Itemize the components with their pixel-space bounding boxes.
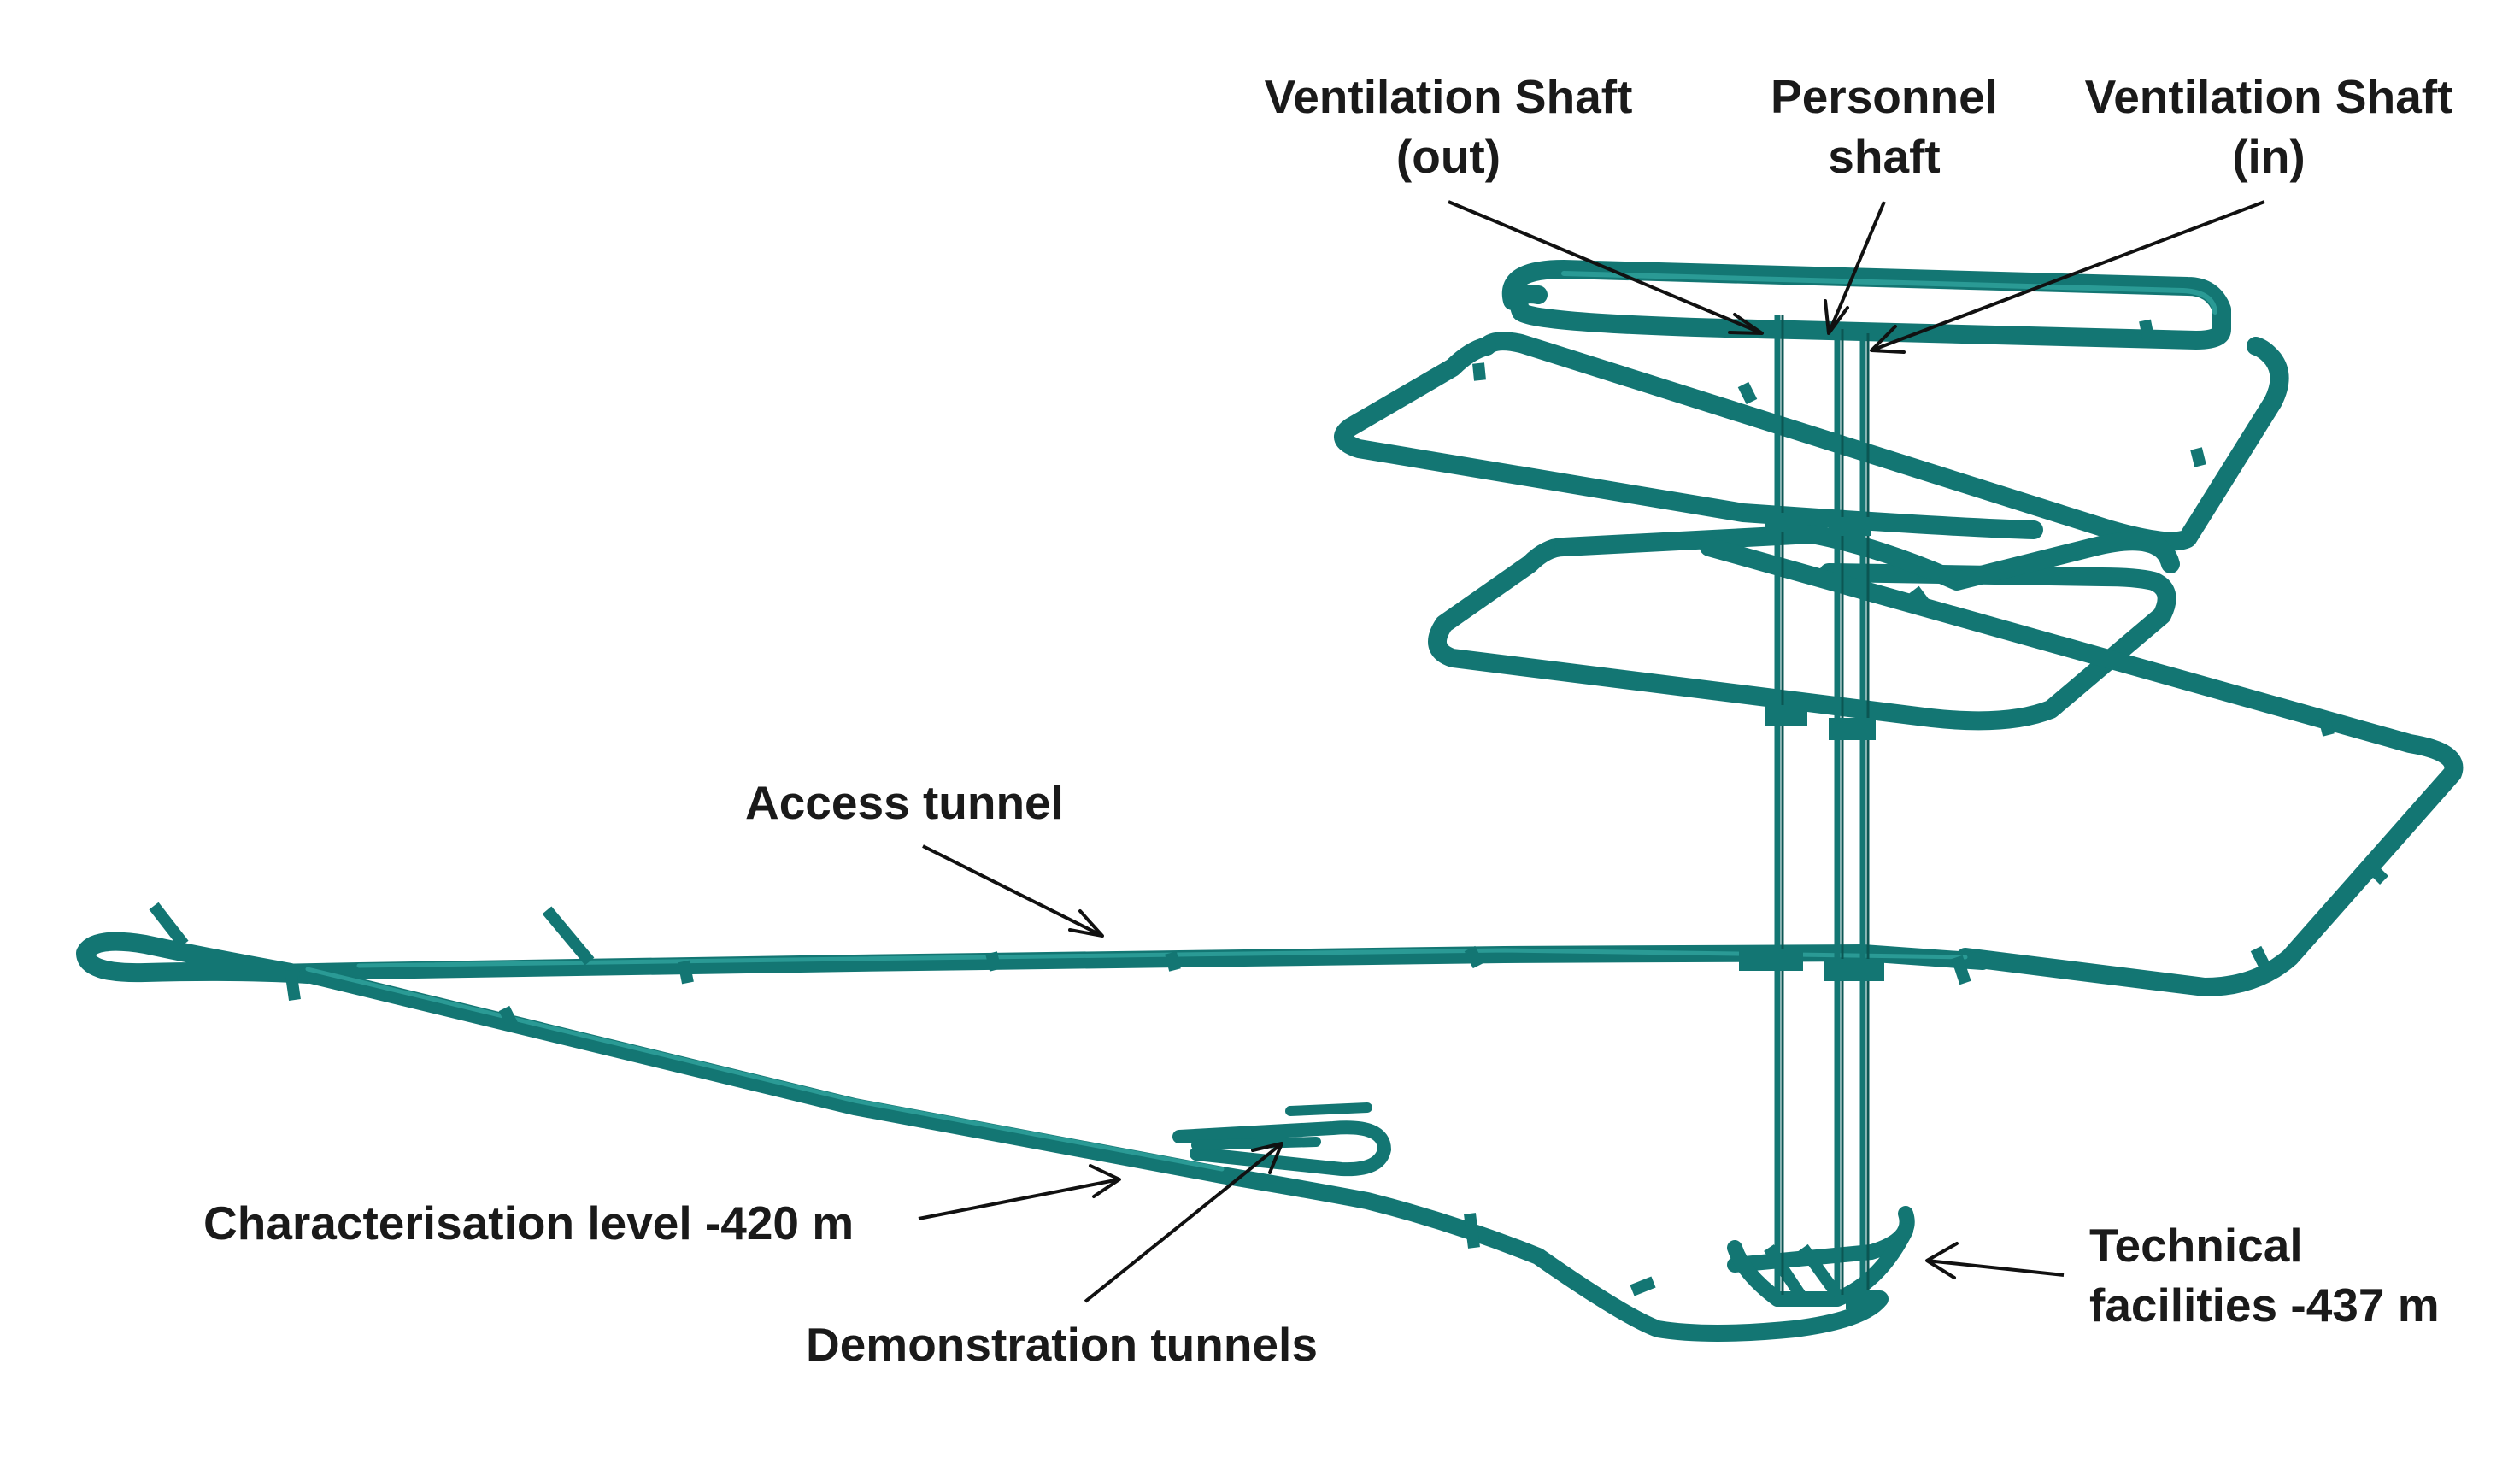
tech-stub-c: [1630, 1276, 1656, 1296]
arrow-characterisation: [918, 1178, 1120, 1220]
upper-ramp-loop-highlight: [1561, 271, 2217, 315]
arrow-vent-out: [1448, 200, 1763, 335]
third-level-loop: [1428, 538, 2176, 731]
label-personnel-line1: Personnel: [1771, 70, 1998, 123]
lower-right-loop: [1700, 538, 2464, 996]
left-spur-c: [285, 969, 301, 1001]
characterisation-tunnel: [299, 966, 1889, 1342]
arrow-access: [922, 844, 1103, 938]
label-demonstration-text: Demonstration tunnels: [806, 1318, 1318, 1371]
label-access-text: Access tunnel: [745, 776, 1064, 829]
label-ventilation-shaft-out: Ventilation Shaft (out): [1239, 67, 1658, 186]
left-turning-loop: [76, 932, 317, 984]
arrow-vent-in: [1871, 200, 2265, 352]
tech-stub-b: [1798, 1243, 1842, 1299]
arrow-demonstration: [1084, 1142, 1283, 1303]
label-vent-in-line1: Ventilation Shaft: [2084, 70, 2453, 123]
label-access-tunnel: Access tunnel: [745, 773, 1064, 832]
tunnel-stubs: [498, 319, 2388, 1249]
arrow-technical: [1926, 1259, 2065, 1277]
label-vent-out-line1: Ventilation Shaft: [1264, 70, 1633, 123]
label-demonstration-tunnels: Demonstration tunnels: [806, 1314, 1318, 1374]
arrow-personnel: [1827, 201, 1886, 334]
access-tunnel-highlight: [356, 948, 1968, 968]
label-technical-facilities: Technical facilities -437 m: [2089, 1215, 2440, 1335]
annotation-arrows: [918, 200, 2265, 1303]
demo-tunnel-a: [1285, 1102, 1372, 1116]
label-characterisation-text: Characterisation level -420 m: [203, 1196, 855, 1249]
vertical-shafts: [1774, 315, 1870, 1308]
left-spur-b: [542, 906, 595, 966]
label-ventilation-shaft-in: Ventilation Shaft (in): [2055, 67, 2482, 186]
left-spur-a: [149, 902, 189, 949]
label-vent-in-line2: (in): [2232, 130, 2306, 183]
label-technical-line2: facilities -437 m: [2089, 1279, 2440, 1332]
second-level-loop-b: [1334, 337, 2043, 539]
label-personnel-line2: shaft: [1828, 130, 1941, 183]
demonstration-tunnels: [1172, 1120, 1391, 1177]
label-vent-out-line2: (out): [1395, 130, 1501, 183]
technical-facilities-b: [1727, 1223, 1913, 1307]
upper-ramp-loop: [1501, 260, 2231, 350]
demo-tunnel-b: [1191, 1137, 1321, 1150]
label-personnel-shaft: Personnel shaft: [1743, 67, 2025, 186]
label-technical-line1: Technical: [2089, 1219, 2303, 1272]
characterisation-tunnel-highlight: [305, 967, 1225, 1172]
label-characterisation-level: Characterisation level -420 m: [203, 1193, 854, 1253]
second-level-loop: [1477, 332, 2289, 551]
tunnel-network: [76, 260, 2464, 1342]
shaft-stations: [1739, 513, 1884, 1309]
